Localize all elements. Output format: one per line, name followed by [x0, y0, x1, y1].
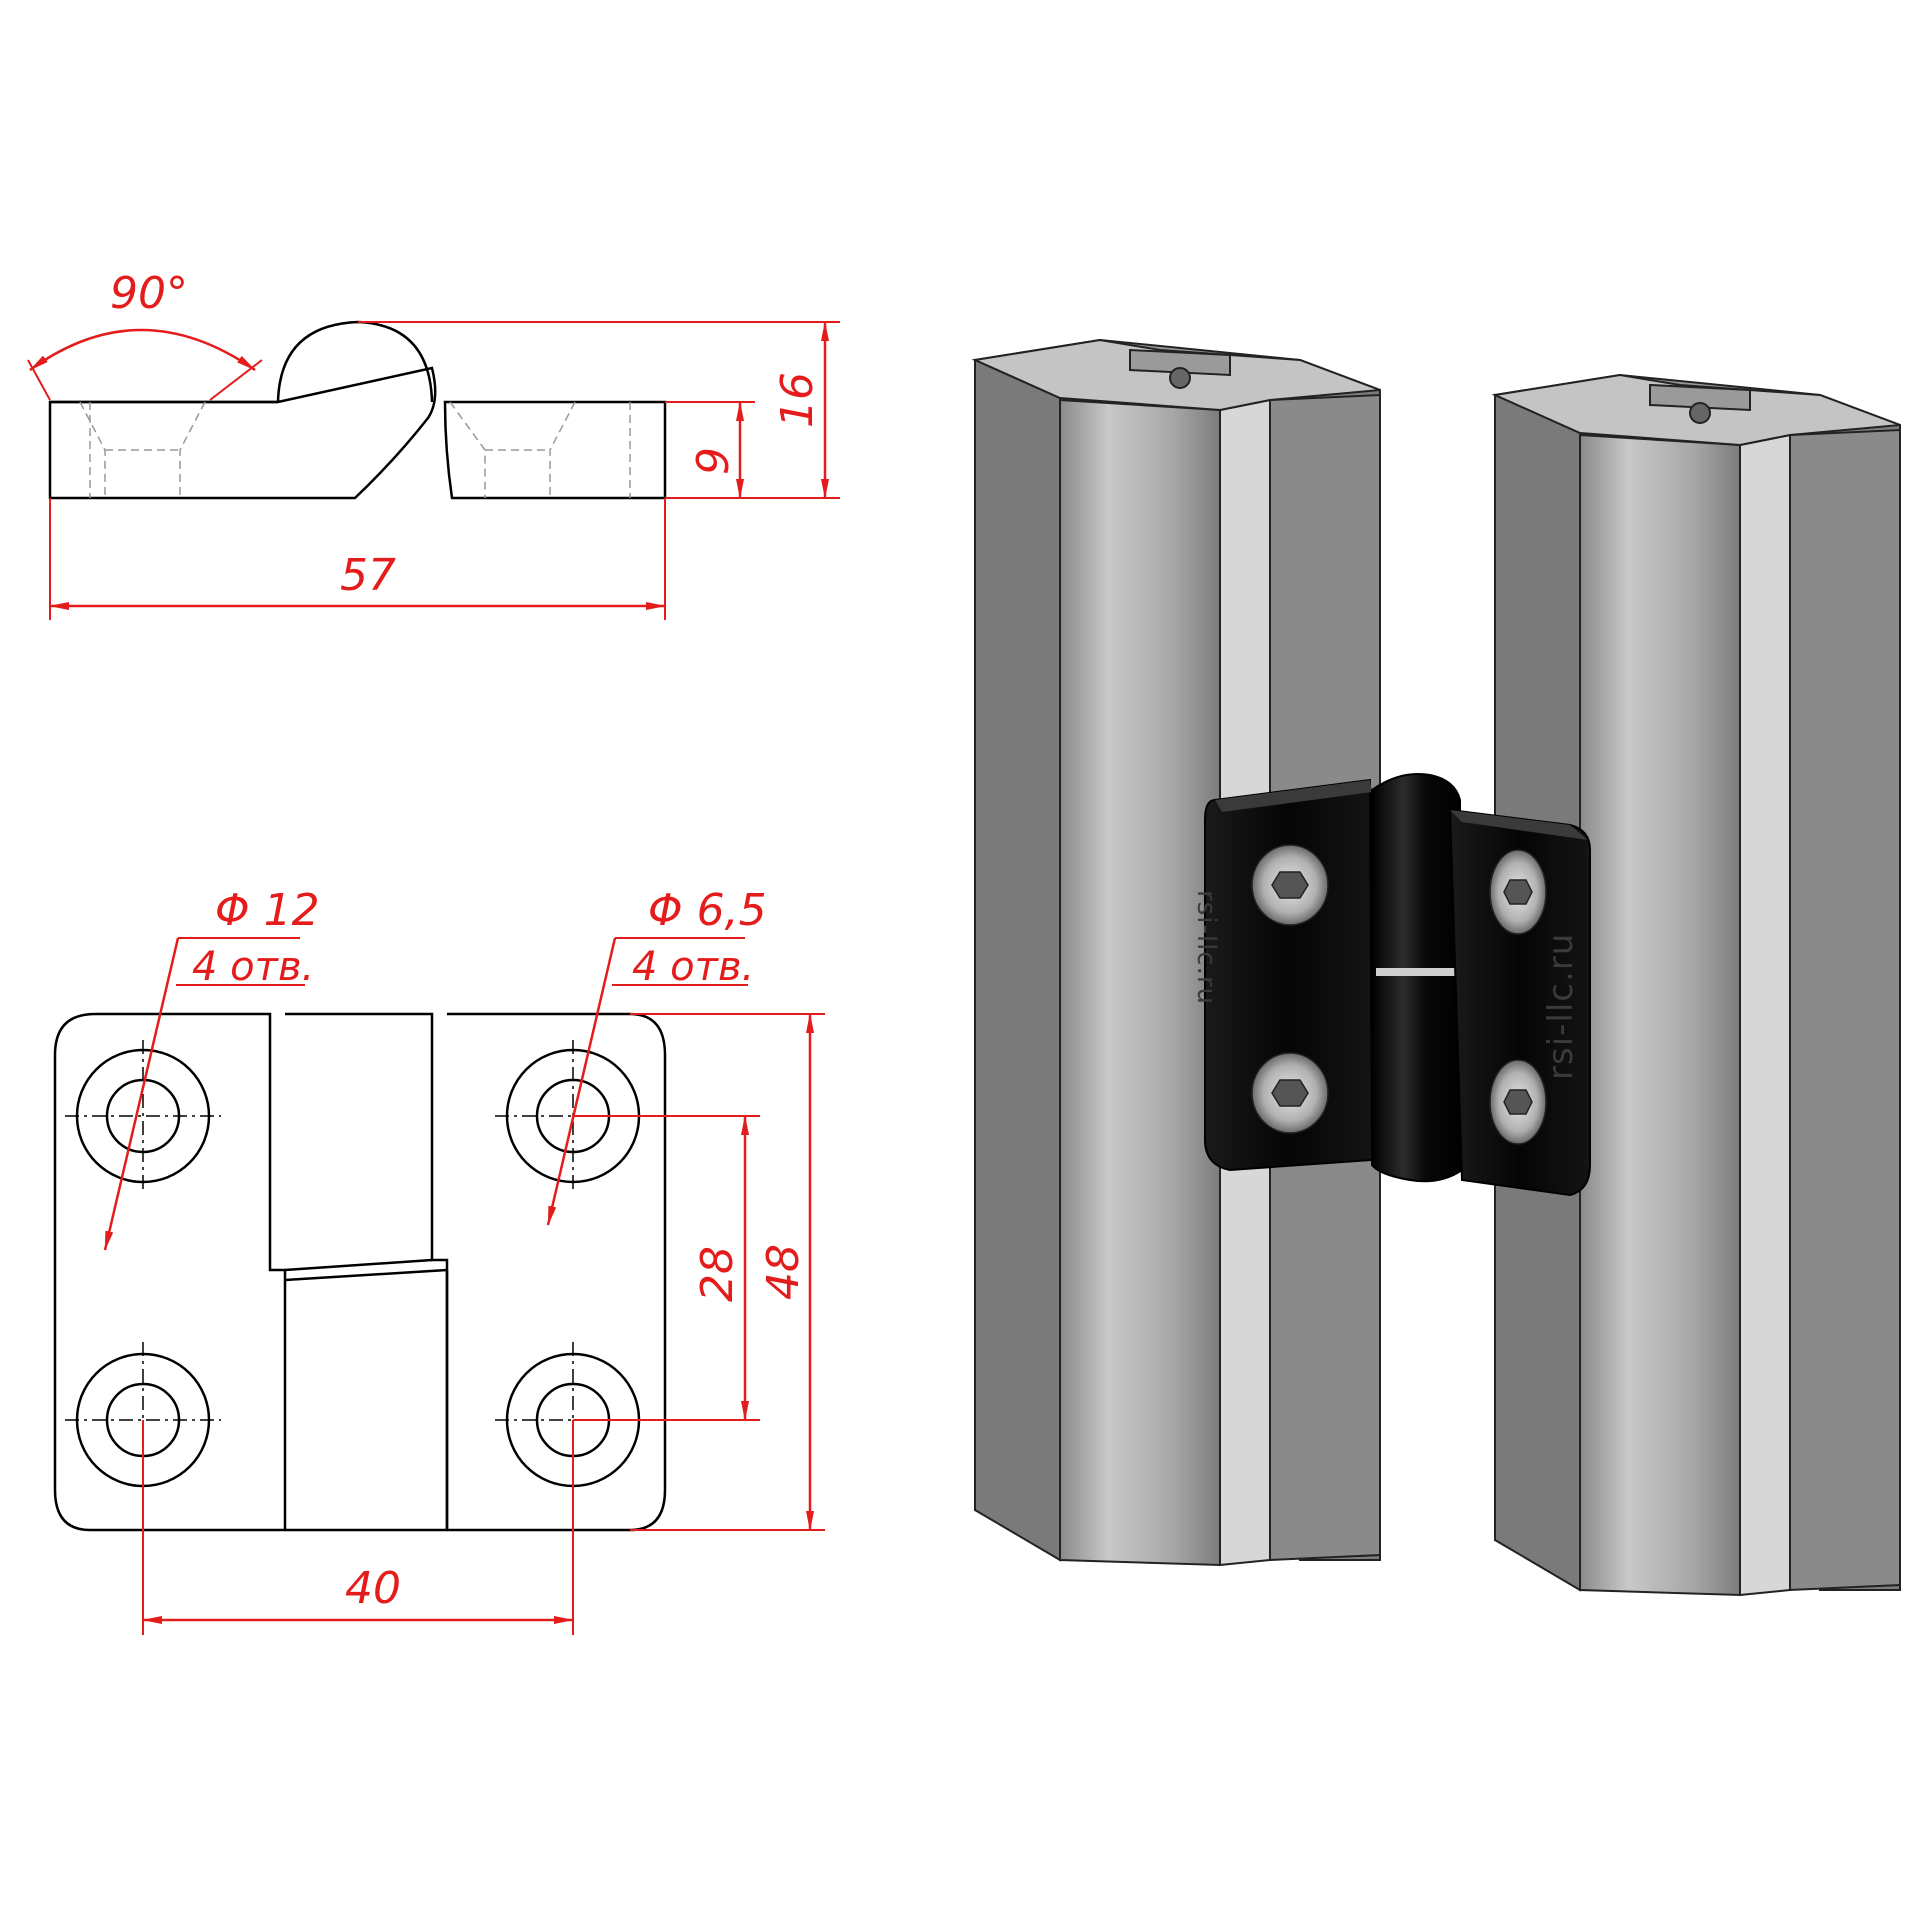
right-aluminum-profile: [1491, 373, 1901, 1597]
height-total-label: 16: [772, 372, 823, 428]
hole-spacing-vertical-label: 28: [692, 1246, 743, 1302]
side-view-outline: [48, 320, 667, 500]
height-label: 48: [758, 1244, 809, 1300]
hinge-brand-text-right: rsi-llc.ru: [1541, 933, 1581, 1080]
hole-spacing-horizontal-label: 40: [345, 1563, 401, 1614]
hinge-3d: rsi-llc.ru rsi-llc.ru: [1191, 773, 1591, 1197]
side-view: 90° 16 9 57: [27, 268, 840, 620]
angle-label: 90°: [110, 268, 188, 319]
side-view-hidden-lines: [79, 401, 631, 498]
top-view-outline: [53, 1012, 667, 1532]
countersink-diameter-label: Φ 12: [215, 885, 320, 936]
hinge-knuckle: [1371, 773, 1464, 1183]
hinge-brand-text-left: rsi-llc.ru: [1191, 890, 1221, 1005]
hinge-left-leaf: [1204, 778, 1374, 1172]
leaf-thickness-label: 9: [688, 447, 739, 475]
hole-diameter-label: Φ 6,5: [648, 885, 767, 936]
render-3d: rsi-llc.ru rsi-llc.ru: [971, 338, 1901, 1597]
hinge-screws: [1251, 844, 1547, 1145]
hole-count-label: 4 отв.: [632, 944, 754, 990]
angle-arc: [29, 328, 256, 372]
top-view: Φ 12 4 отв. Φ 6,5 4 отв. 28 48 40: [53, 885, 825, 1635]
countersink-count-label: 4 отв.: [192, 944, 314, 990]
center-lines: [65, 1040, 651, 1498]
length-label: 57: [340, 550, 396, 601]
hinge-right-leaf: [1448, 808, 1591, 1197]
